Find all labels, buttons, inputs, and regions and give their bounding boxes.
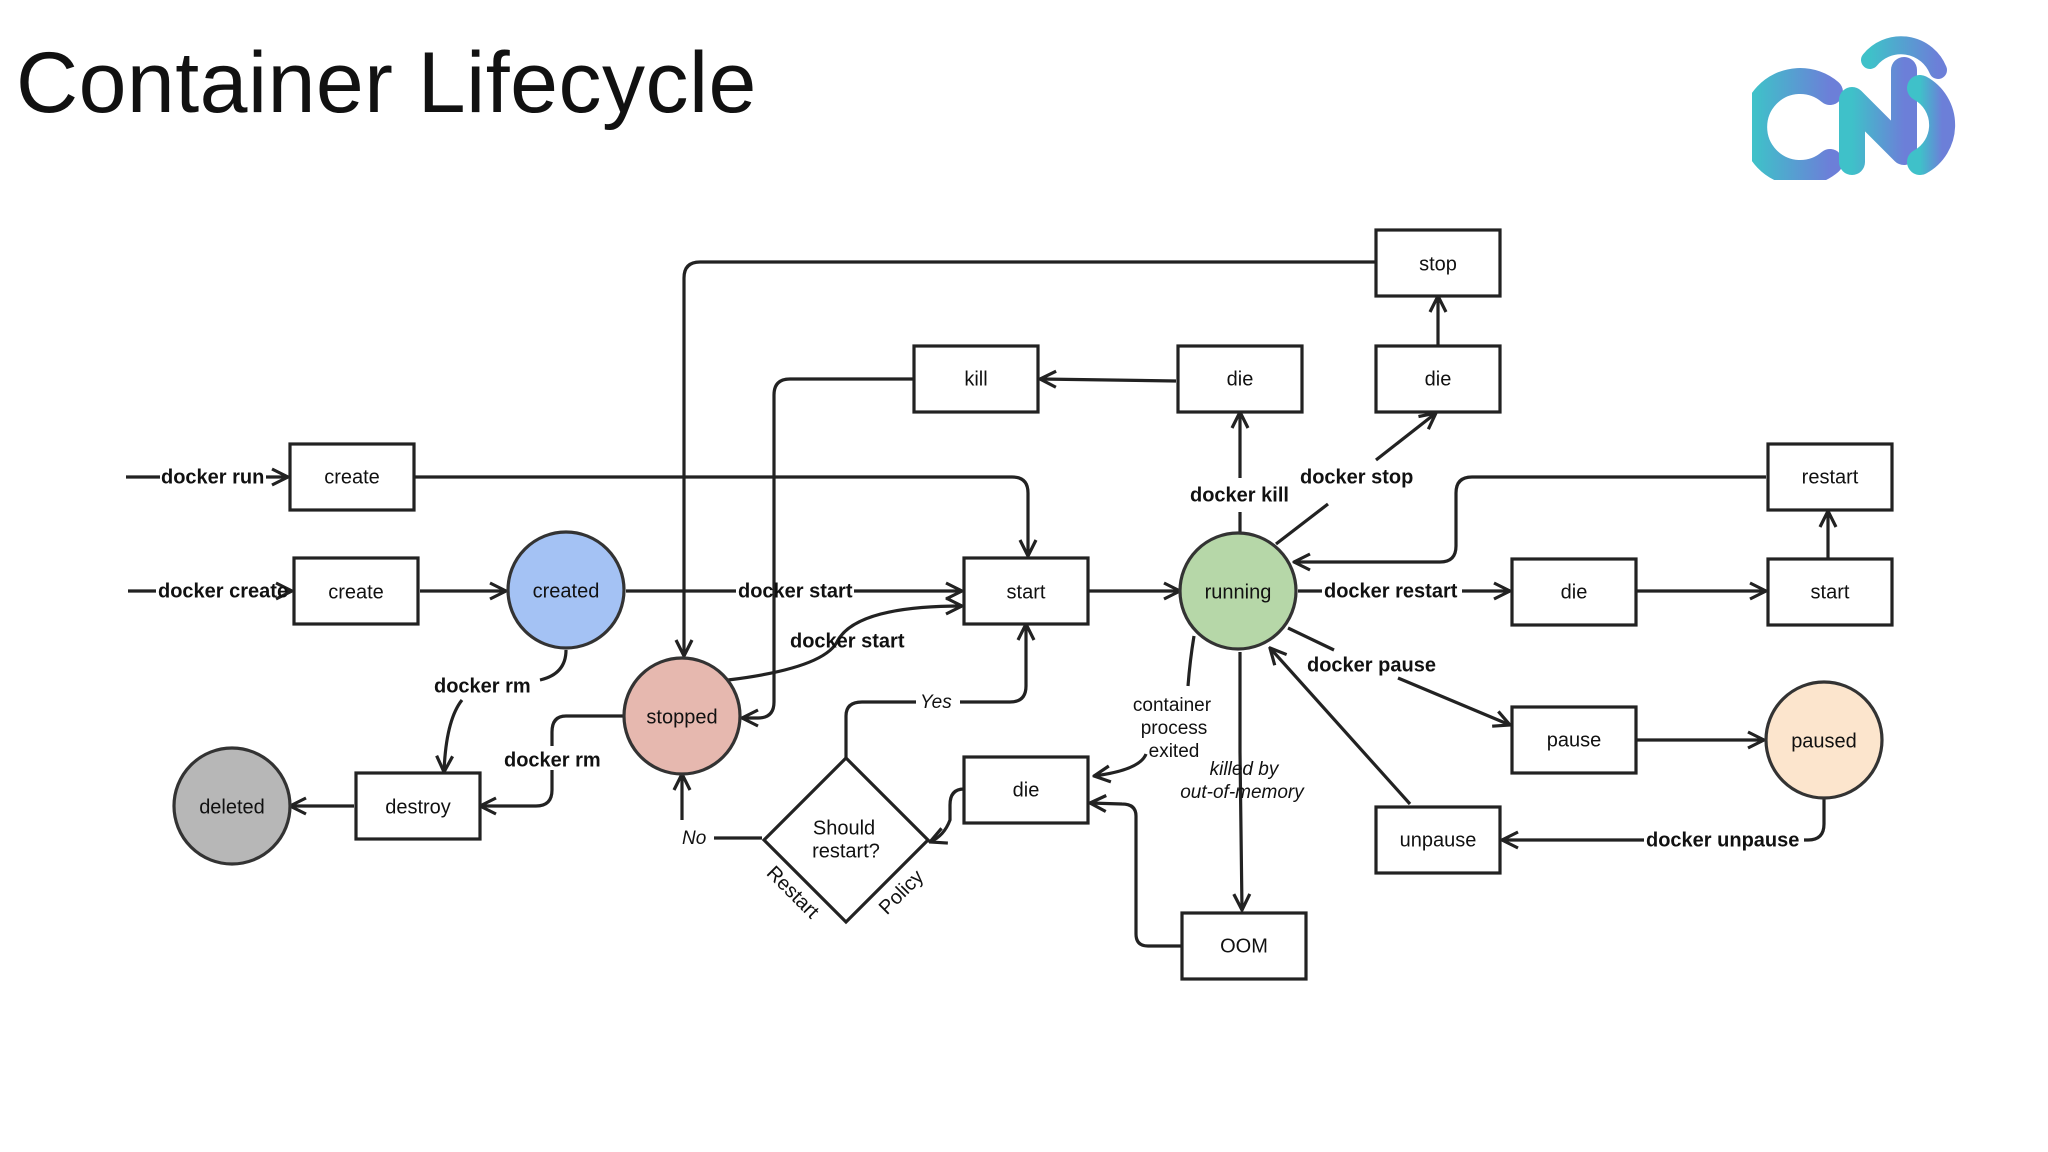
svg-text:die: die xyxy=(1425,368,1452,390)
edge-yes-b xyxy=(960,624,1026,704)
svg-text:Should: Should xyxy=(813,817,875,839)
edge-running-stop-a xyxy=(1275,502,1329,546)
label-container-exit-2: process xyxy=(1141,718,1208,739)
svg-text:deleted: deleted xyxy=(199,796,265,818)
svg-text:restart?: restart? xyxy=(812,840,880,862)
svg-text:create: create xyxy=(328,581,384,603)
svg-text:restart: restart xyxy=(1802,466,1859,488)
box-restart: restart xyxy=(1766,442,1894,512)
edge-run-create-to-start xyxy=(414,475,1028,556)
label-docker-kill: docker kill xyxy=(1190,484,1289,506)
slide-title: Container Lifecycle xyxy=(16,35,757,131)
edge-restart-to-running xyxy=(1294,475,1766,562)
label-oom-2: out-of-memory xyxy=(1180,782,1305,803)
box-start: start xyxy=(962,556,1090,626)
edge-running-exit-b xyxy=(1094,753,1148,776)
edge-created-rm-b xyxy=(444,699,464,772)
edge-paused-unpause-a xyxy=(1804,798,1826,842)
label-oom-1: killed by xyxy=(1210,759,1280,780)
edge-running-stop-b xyxy=(1375,413,1436,462)
svg-text:start: start xyxy=(1811,581,1850,603)
svg-text:created: created xyxy=(533,580,600,602)
state-stopped: stopped xyxy=(622,656,742,776)
edge-stopped-to-start xyxy=(727,606,962,682)
label-docker-create: docker create xyxy=(158,580,288,602)
label-container-exit-3: exited xyxy=(1149,741,1200,762)
svg-text:paused: paused xyxy=(1791,730,1857,752)
box-oom: OOM xyxy=(1180,911,1308,981)
box-stop: stop xyxy=(1374,228,1502,298)
svg-text:die: die xyxy=(1013,779,1040,801)
svg-text:pause: pause xyxy=(1547,729,1602,751)
state-paused: paused xyxy=(1764,680,1884,800)
edge-stop-to-stopped xyxy=(684,260,1376,656)
edge-running-to-oom xyxy=(1240,652,1242,910)
label-docker-restart: docker restart xyxy=(1324,580,1458,602)
box-die-restart: die xyxy=(1510,557,1638,627)
edge-oom-to-die xyxy=(1090,803,1182,948)
label-docker-start-2: docker start xyxy=(790,630,905,652)
label-docker-rm-2: docker rm xyxy=(504,749,601,771)
box-die-stop: die xyxy=(1374,344,1502,414)
svg-text:kill: kill xyxy=(964,368,987,390)
svg-text:running: running xyxy=(1205,581,1272,603)
label-no: No xyxy=(682,828,706,849)
state-running: running xyxy=(1178,531,1298,651)
box-kill: kill xyxy=(912,344,1040,414)
label-docker-pause: docker pause xyxy=(1307,654,1436,676)
label-docker-run: docker run xyxy=(161,466,264,488)
label-docker-start-1: docker start xyxy=(738,580,853,602)
edge-kill-to-stopped xyxy=(742,377,914,718)
svg-text:die: die xyxy=(1561,581,1588,603)
label-docker-unpause: docker unpause xyxy=(1646,829,1799,851)
svg-text:OOM: OOM xyxy=(1220,935,1268,957)
svg-text:die: die xyxy=(1227,368,1254,390)
edge-running-exit-a xyxy=(1186,635,1196,687)
decision-should-restart: Should restart? Restart Policy xyxy=(761,755,931,925)
label-docker-stop: docker stop xyxy=(1300,466,1413,488)
svg-text:create: create xyxy=(324,466,380,488)
svg-text:unpause: unpause xyxy=(1400,829,1477,851)
box-create: create xyxy=(292,556,420,626)
box-unpause: unpause xyxy=(1374,805,1502,875)
edge-created-rm-a xyxy=(539,649,568,682)
label-docker-rm-1: docker rm xyxy=(434,675,531,697)
box-create-run: create xyxy=(288,442,416,512)
box-die-kill: die xyxy=(1176,344,1304,414)
edge-die-to-kill xyxy=(1040,379,1177,381)
edge-running-pause-a xyxy=(1287,626,1335,652)
edge-unpause-to-running xyxy=(1270,648,1412,806)
label-yes: Yes xyxy=(920,692,952,713)
svg-text:destroy: destroy xyxy=(385,796,451,818)
edge-yes-a xyxy=(844,700,916,758)
state-deleted: deleted xyxy=(172,746,292,866)
box-start-restart: start xyxy=(1766,557,1894,627)
label-container-exit-1: container xyxy=(1133,695,1212,716)
edge-stopped-rm-a xyxy=(550,714,624,746)
cnd-logo xyxy=(1752,36,1956,180)
svg-text:stopped: stopped xyxy=(646,706,717,728)
edge-die-to-decision xyxy=(930,787,965,842)
svg-text:start: start xyxy=(1007,581,1046,603)
box-pause: pause xyxy=(1510,705,1638,775)
box-destroy: destroy xyxy=(354,771,482,841)
edge-running-pause-b xyxy=(1397,676,1510,725)
svg-text:stop: stop xyxy=(1419,253,1457,275)
box-die-oom: die xyxy=(962,755,1090,825)
state-created: created xyxy=(506,530,626,650)
edge-stopped-rm-b xyxy=(480,770,554,806)
